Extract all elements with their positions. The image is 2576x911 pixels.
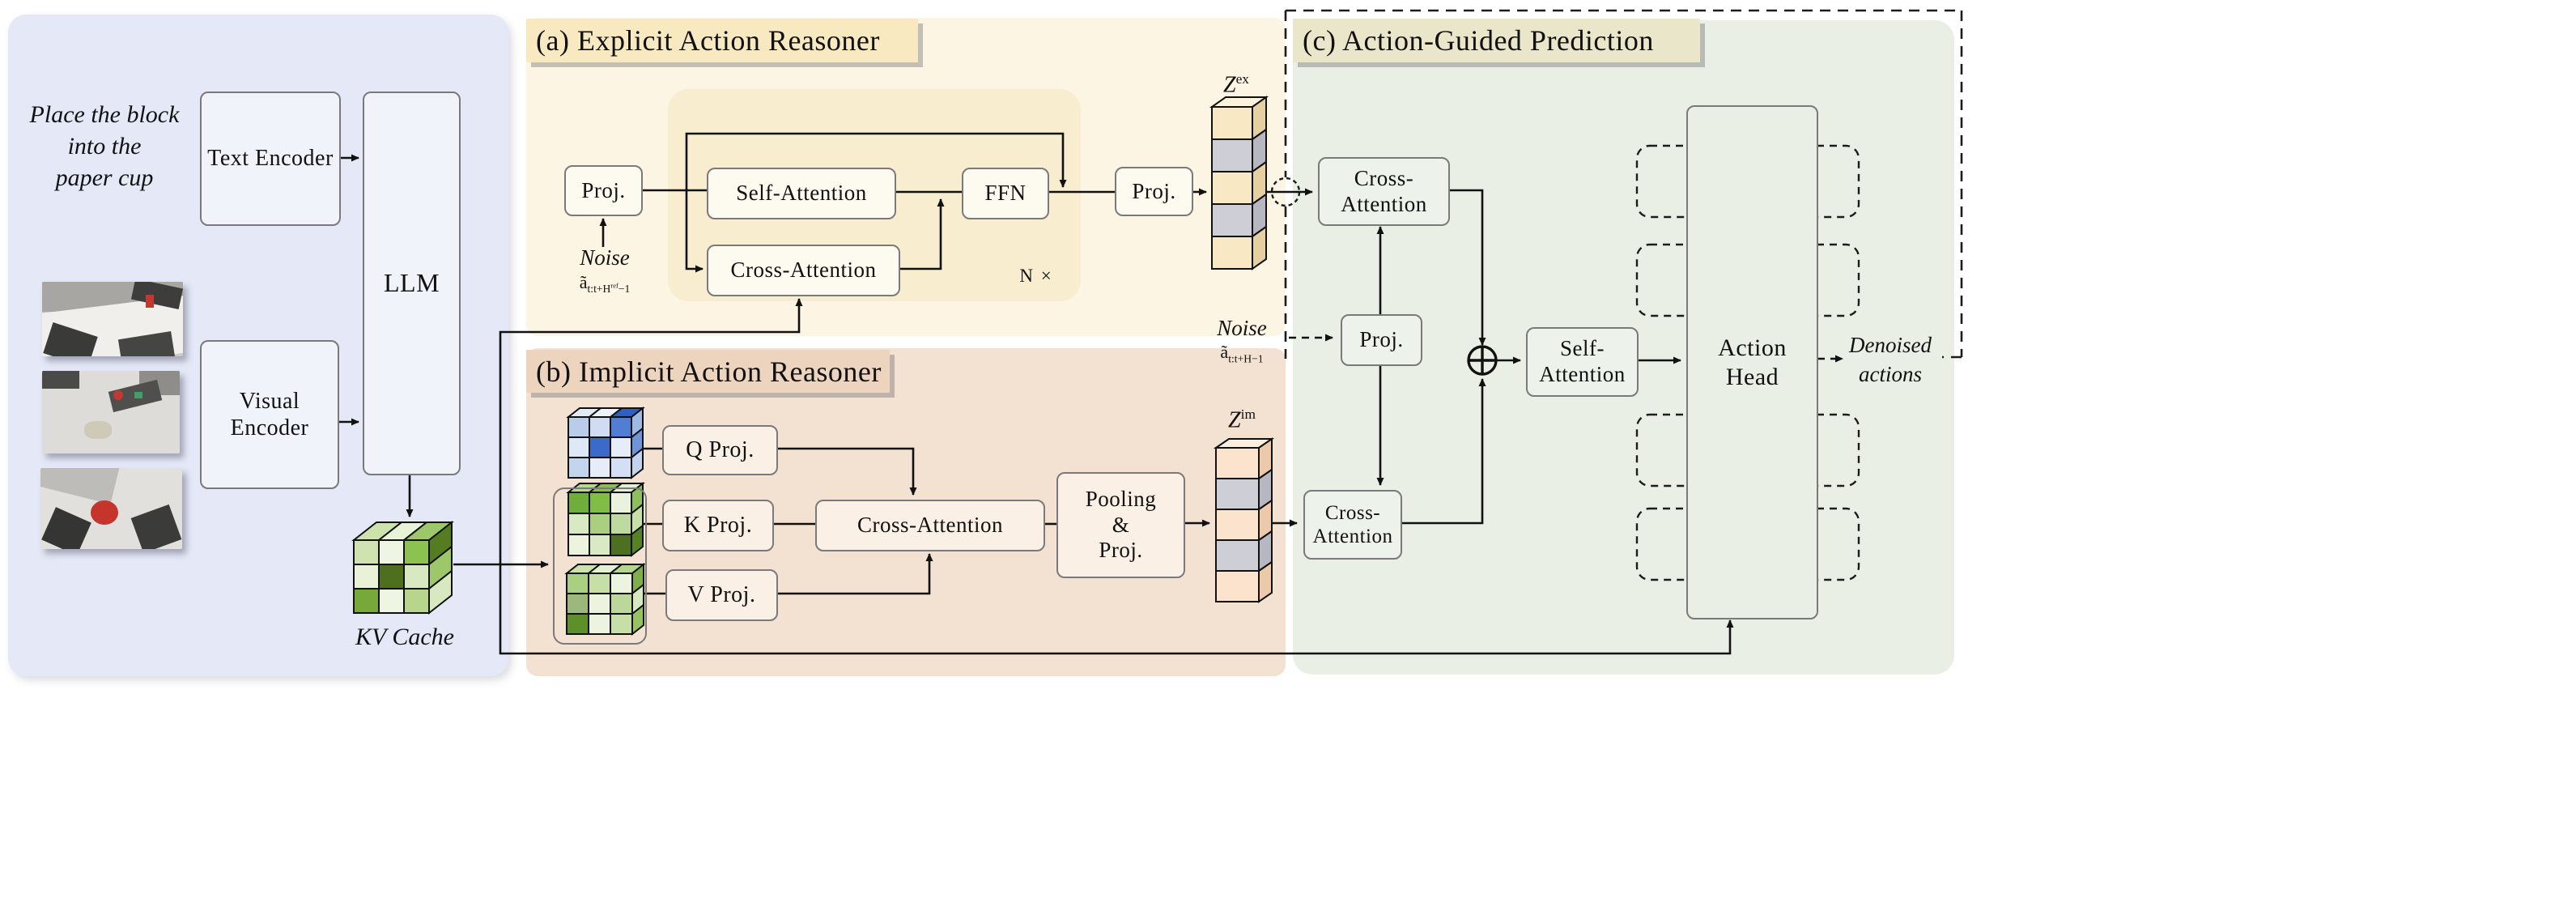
dashed-connectors (1289, 334, 1843, 363)
query-token-cube-cell (567, 416, 590, 438)
z-ex-token-stack-segment (1211, 106, 1253, 140)
v-proj-box: V Proj. (665, 569, 778, 621)
noise-label-a: Noise ãt:t+Href−1 (544, 245, 665, 296)
self-attention-box-c: Self- Attention (1526, 327, 1639, 397)
kv-cache-cube-cell (378, 539, 405, 565)
panel-b-title-text: (b) Implicit Action Reasoner (536, 355, 882, 388)
panel-c-title: (c) Action-Guided Prediction (1293, 19, 1700, 62)
query-token-cube-cell (610, 436, 632, 458)
value-token-cube-cell (610, 613, 633, 635)
text-encoder-box: Text Encoder (200, 92, 341, 226)
query-token-cube-cell (567, 457, 590, 479)
z-ex-token-stack-segment (1211, 236, 1253, 270)
proj-out-box-a: Proj. (1115, 167, 1193, 216)
query-token-cube-cell (610, 416, 632, 438)
z-im-token-stack-segment (1215, 570, 1260, 602)
denoised-actions-label: Denoised actions (1849, 333, 1932, 386)
kv-cache-cube-cell (378, 588, 405, 614)
proj-in-box-a: Proj. (564, 165, 643, 216)
kv-cache-cube-cell (378, 564, 405, 590)
z-im-label: Zim (1228, 407, 1256, 433)
query-token-cube-cell (610, 457, 632, 479)
token-shapes-layer (351, 96, 1275, 636)
panel-a-title-text: (a) Explicit Action Reasoner (536, 24, 880, 57)
k-proj-box: K Proj. (662, 500, 774, 551)
kv-cache-cube-cell (353, 588, 380, 614)
panel-a-title: (a) Explicit Action Reasoner (526, 19, 918, 62)
z-ex-label: Zex (1223, 71, 1249, 98)
action-guided-dashed-frame (1284, 9, 1963, 359)
kv-cache-label: KV Cache (355, 624, 454, 650)
kv-cache-cube-cell (403, 588, 430, 614)
solid-connectors (336, 132, 1734, 655)
cross-attention-box-b: Cross-Attention (815, 500, 1045, 551)
action-head-box: Action Head (1686, 105, 1818, 619)
key-value-cube-group (553, 487, 647, 645)
kv-cache-cube-cell (403, 564, 430, 590)
repeat-n-times-label: N × (1019, 266, 1053, 286)
panel-b-title: (b) Implicit Action Reasoner (526, 350, 890, 393)
visual-encoder-box: Visual Encoder (200, 340, 339, 489)
q-proj-box: Q Proj. (662, 425, 778, 475)
cross-attention-bottom-box-c: Cross- Attention (1303, 490, 1402, 560)
query-token-cube-cell (589, 416, 611, 438)
key-token-cube-cell (610, 534, 632, 556)
cross-attention-top-box-c: Cross- Attention (1318, 157, 1450, 226)
kv-cache-cube-cell (353, 539, 380, 565)
llm-box: LLM (363, 92, 461, 475)
z-ex-token-stack-segment (1211, 171, 1253, 205)
z-im-token-stack-segment (1215, 539, 1260, 572)
noise-symbol-c: ãt:t+H−1 (1220, 342, 1264, 365)
plus-fusion-icon (1467, 345, 1498, 376)
z-ex-token-stack-segment (1211, 203, 1253, 237)
camera-frame-1 (42, 282, 183, 356)
z-im-token-stack-segment (1215, 447, 1260, 479)
camera-frame-3 (40, 468, 182, 549)
noise-symbol-a: ãt:t+Href−1 (579, 272, 631, 296)
camera-frame-2 (42, 371, 180, 453)
z-im-token-stack-segment (1215, 509, 1260, 541)
pooling-proj-box: Pooling & Proj. (1056, 472, 1185, 578)
z-ex-token-stack-segment (1211, 138, 1253, 172)
panel-c-title-text: (c) Action-Guided Prediction (1303, 24, 1654, 57)
self-attention-box-a: Self-Attention (707, 168, 896, 219)
query-token-cube-cell (589, 457, 611, 479)
cross-attention-box-a: Cross-Attention (707, 245, 900, 296)
z-im-token-stack-segment (1215, 478, 1260, 510)
query-token-cube-cell (567, 436, 590, 458)
kv-cache-cube-cell (353, 564, 380, 590)
proj-box-c: Proj. (1341, 314, 1422, 366)
task-instruction-text: Place the block into the paper cup (29, 101, 180, 191)
query-token-cube-cell (589, 436, 611, 458)
ffn-box-a: FFN (962, 168, 1049, 219)
kv-cache-cube-cell (403, 539, 430, 565)
noise-label-c: Noise ãt:t+H−1 (1197, 316, 1287, 365)
